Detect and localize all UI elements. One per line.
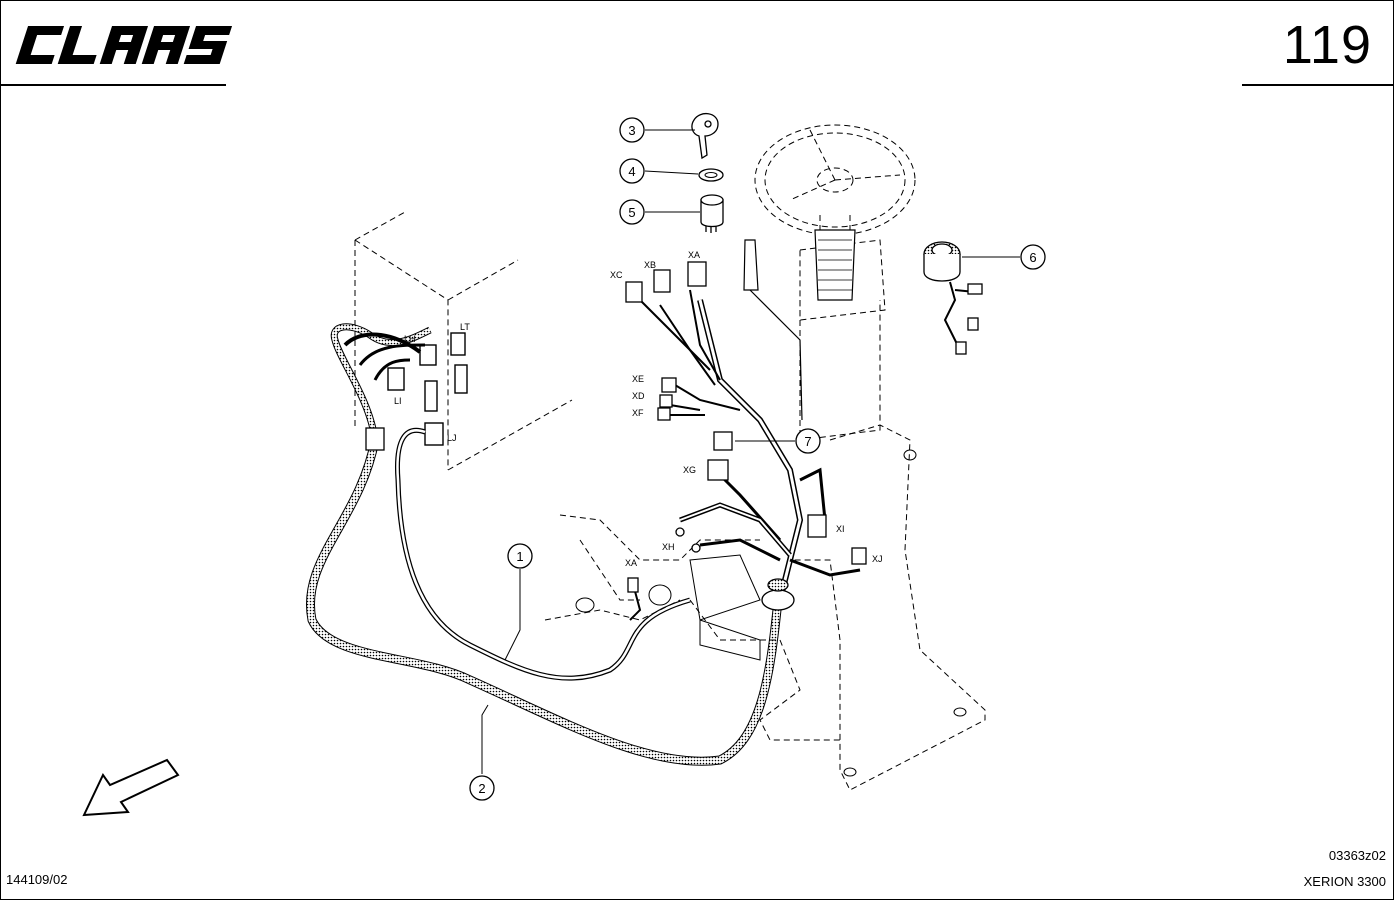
label-xd: XD <box>632 391 645 401</box>
connector-labels: LT LH LI LJ XC XB XA XE XD XF XG XH XA X… <box>394 250 883 568</box>
direction-arrow <box>82 758 180 817</box>
label-xi: XI <box>836 524 845 534</box>
chassis-frame <box>544 300 986 791</box>
washer-hole <box>704 172 718 178</box>
callout-leaders <box>481 129 1020 774</box>
svg-text:5: 5 <box>628 205 635 220</box>
callout-1: 1 <box>507 543 533 569</box>
label-xj: XJ <box>872 554 883 564</box>
steering-column <box>743 229 856 421</box>
harness-grommet <box>761 578 795 611</box>
page-number: 119 <box>1282 15 1372 75</box>
callout-2: 2 <box>469 775 495 801</box>
central-harness <box>629 289 861 621</box>
callout-3: 3 <box>619 117 645 143</box>
callout-6: 6 <box>1020 244 1046 270</box>
label-xb: XB <box>644 260 656 270</box>
label-xh: XH <box>662 542 675 552</box>
callout-4: 4 <box>619 158 645 184</box>
svg-text:2: 2 <box>478 781 485 796</box>
label-li: LI <box>394 396 402 406</box>
claas-logo <box>15 26 233 64</box>
header-rule-left <box>0 84 226 86</box>
cable-harness-1 <box>343 332 691 681</box>
svg-text:4: 4 <box>628 164 635 179</box>
top-connectors <box>625 261 867 593</box>
svg-text:6: 6 <box>1029 250 1036 265</box>
round-sensor <box>923 241 983 355</box>
svg-text:1: 1 <box>516 549 523 564</box>
ignition-switch <box>700 194 724 233</box>
svg-text:7: 7 <box>804 434 811 449</box>
header-rule-right <box>1242 84 1394 86</box>
cabinet-outline <box>354 211 573 471</box>
label-xa-low: XA <box>625 558 637 568</box>
label-xf: XF <box>632 408 644 418</box>
cabinet-connectors <box>387 332 468 446</box>
label-lh: LH <box>404 334 416 344</box>
label-xe: XE <box>632 374 644 384</box>
svg-text:3: 3 <box>628 123 635 138</box>
callout-7: 7 <box>795 428 821 454</box>
ignition-key <box>691 113 719 160</box>
label-xa-top: XA <box>688 250 700 260</box>
drawing-code: 03363z02 <box>1328 848 1386 863</box>
label-lj: LJ <box>447 433 457 443</box>
label-lt: LT <box>460 322 470 332</box>
callout-5: 5 <box>619 199 645 225</box>
label-xc: XC <box>610 270 623 280</box>
label-xg: XG <box>683 465 696 475</box>
model-name: XERION 3300 <box>1303 874 1386 889</box>
document-reference: 144109/02 <box>6 872 68 887</box>
